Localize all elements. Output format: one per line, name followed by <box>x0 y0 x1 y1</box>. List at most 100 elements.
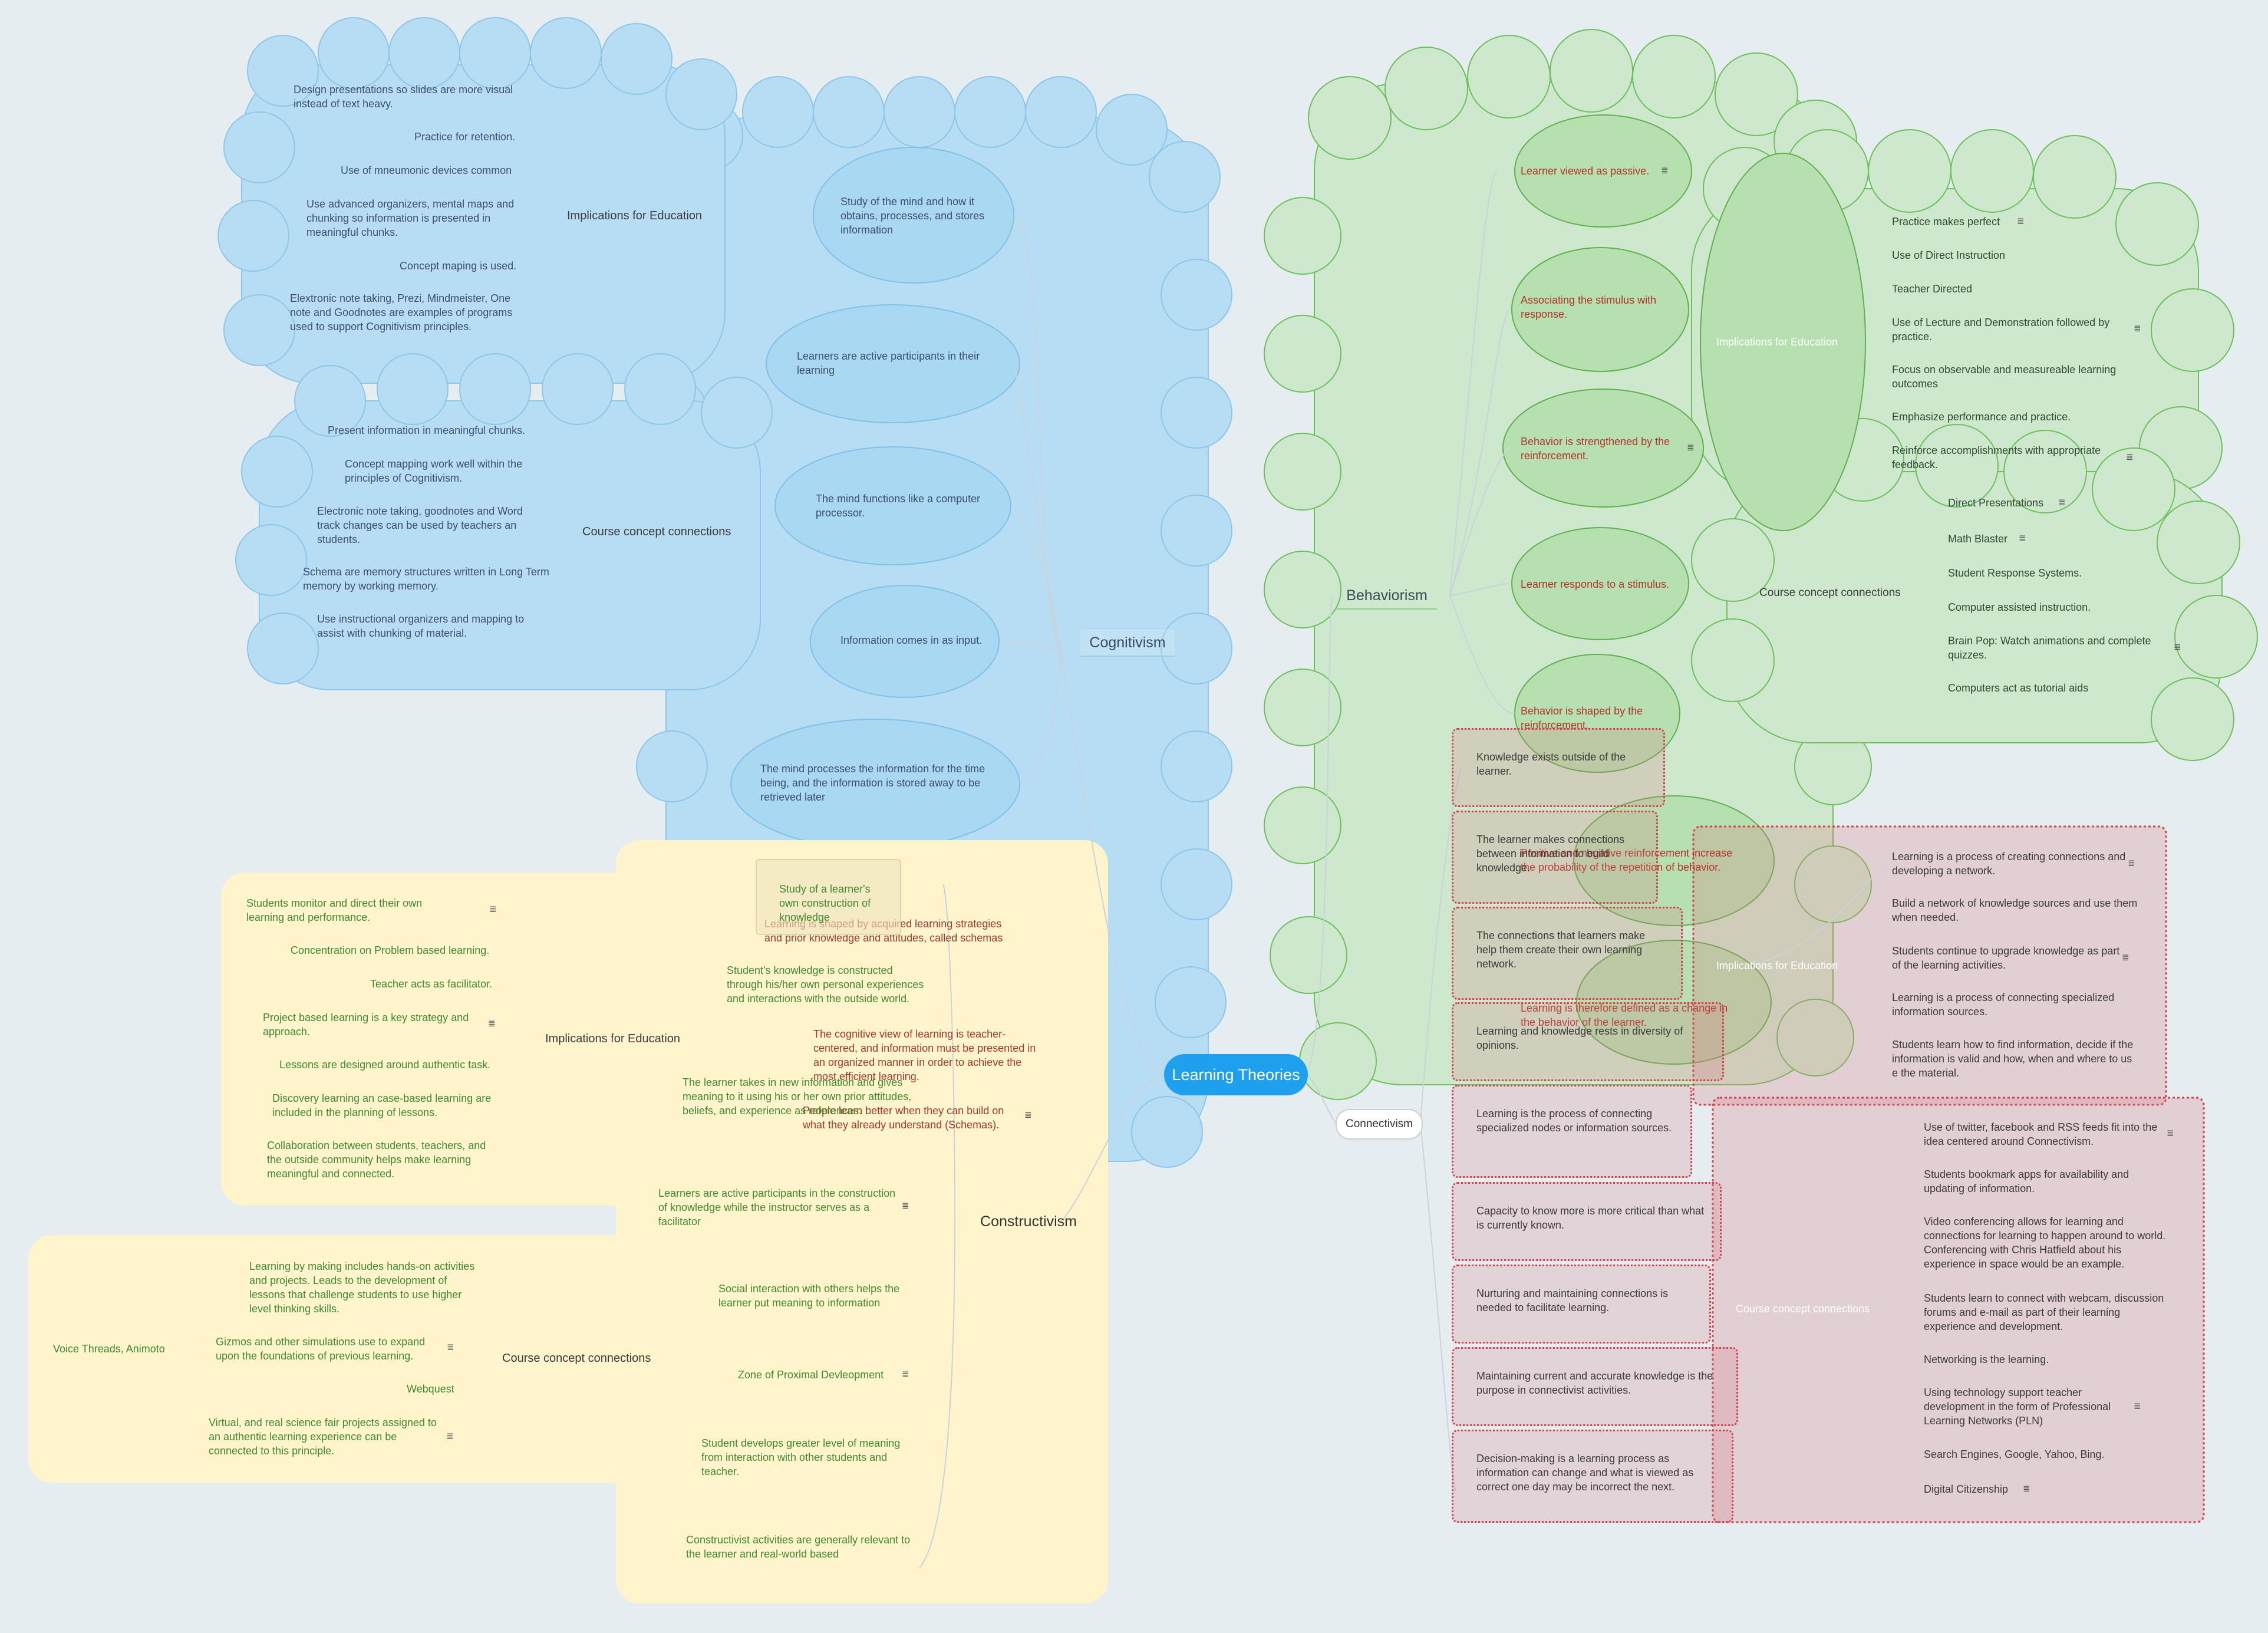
note-icon[interactable]: ≣ <box>902 1369 909 1380</box>
note-icon[interactable]: ≣ <box>1687 442 1695 453</box>
cognitivism-connections-label[interactable]: Course concept connections <box>582 525 731 539</box>
cognitivism-connection-item[interactable]: Use instructional organizers and mapping… <box>317 612 553 640</box>
behaviorism-point[interactable]: Learner viewed as passive. <box>1521 164 1674 178</box>
connectivism-connection-item[interactable]: Students learn to connect with webcam, d… <box>1924 1291 2171 1334</box>
constructivism-implication-item[interactable]: Collaboration between students, teachers… <box>267 1138 503 1181</box>
connectivism-point[interactable]: Learning and knowledge rests in diversit… <box>1476 1024 1712 1052</box>
connectivism-point[interactable]: Nurturing and maintaining connections is… <box>1476 1286 1700 1315</box>
note-icon[interactable]: ≣ <box>446 1431 454 1441</box>
behaviorism-implication-item[interactable]: Emphasize performance and practice. <box>1892 410 2071 424</box>
note-icon[interactable]: ≣ <box>2017 216 2025 226</box>
cognitivism-point[interactable]: People learn better when they can build … <box>803 1104 1027 1132</box>
connectivism-implication-item[interactable]: Build a network of knowledge sources and… <box>1892 896 2140 924</box>
behaviorism-implication-item[interactable]: Use of Lecture and Demonstration followe… <box>1892 315 2140 344</box>
cognitivism-connection-item[interactable]: Concept mapping work well within the pri… <box>345 457 545 485</box>
constructivism-point[interactable]: Learners are active participants in the … <box>658 1186 906 1229</box>
connectivism-point[interactable]: Capacity to know more is more critical t… <box>1476 1204 1706 1232</box>
behaviorism-connection-item[interactable]: Math Blaster <box>1948 532 2007 546</box>
behaviorism-implication-item[interactable]: Reinforce accomplishments with appropria… <box>1892 443 2140 472</box>
cognitivism-point[interactable]: The mind processes the information for t… <box>760 762 996 804</box>
cognitivism-point[interactable]: Learners are active participants in thei… <box>797 349 991 377</box>
constructivism-point[interactable]: Constructivist activities are generally … <box>686 1533 922 1561</box>
behaviorism-connection-item[interactable]: Computers act as tutorial aids <box>1948 681 2088 695</box>
behaviorism-connection-item[interactable]: Brain Pop: Watch animations and complete… <box>1948 634 2184 662</box>
connectivism-connection-item[interactable]: Students bookmark apps for availability … <box>1924 1167 2160 1196</box>
connectivism-connection-item[interactable]: Search Engines, Google, Yahoo, Bing. <box>1924 1447 2105 1461</box>
cognitivism-implication-item[interactable]: Design presentations so slides are more … <box>294 83 517 111</box>
behaviorism-point[interactable]: Associating the stimulus with response. <box>1521 293 1680 321</box>
connectivism-point[interactable]: The learner makes connections between in… <box>1476 832 1647 875</box>
cognitivism-point[interactable]: Information comes in as input. <box>840 633 1000 647</box>
note-icon[interactable]: ≣ <box>2167 1128 2174 1138</box>
constructivism-connection-item[interactable]: Learning by making includes hands-on act… <box>249 1259 485 1316</box>
constructivism-implication-item[interactable]: Discovery learning an case-based learnin… <box>272 1091 502 1120</box>
constructivism-implication-item[interactable]: Concentration on Problem based learning. <box>291 943 489 957</box>
note-icon[interactable]: ≣ <box>2023 1483 2030 1494</box>
cognitivism-implications-label[interactable]: Implications for Education <box>567 209 702 223</box>
note-icon[interactable]: ≣ <box>2019 533 2026 544</box>
cognitivism-connection-item[interactable]: Present information in meaningful chunks… <box>328 423 525 437</box>
behaviorism-branch[interactable]: Behaviorism <box>1337 582 1437 610</box>
constructivism-connection-item[interactable]: Virtual, and real science fair projects … <box>209 1415 444 1458</box>
connectivism-implications-label[interactable]: Implications for Education <box>1716 959 1838 973</box>
behaviorism-implication-item[interactable]: Focus on observable and measureable lear… <box>1892 363 2140 391</box>
constructivism-point[interactable]: Student develops greater level of meanin… <box>701 1436 914 1479</box>
behaviorism-connection-item[interactable]: Computer assisted instruction. <box>1948 600 2091 614</box>
connectivism-point[interactable]: Decision-making is a learning process as… <box>1476 1451 1724 1494</box>
note-icon[interactable]: ≣ <box>902 1200 909 1211</box>
connectivism-implication-item[interactable]: Learning is a process of creating connec… <box>1892 850 2140 878</box>
note-icon[interactable]: ≣ <box>2058 497 2066 508</box>
constructivism-implication-item[interactable]: Teacher acts as facilitator. <box>370 977 492 991</box>
behaviorism-point[interactable]: Learning is therefore defined as a chang… <box>1521 1001 1745 1029</box>
behaviorism-implication-item[interactable]: Practice makes perfect <box>1892 215 2000 229</box>
cognitivism-implication-item[interactable]: Elextronic note taking, Prezi, Mindmeist… <box>290 291 526 334</box>
note-icon[interactable]: ≣ <box>2134 323 2141 334</box>
cognitivism-branch[interactable]: Cognitivism <box>1080 630 1175 657</box>
note-icon[interactable]: ≣ <box>489 904 497 914</box>
note-icon[interactable]: ≣ <box>2174 641 2181 652</box>
cognitivism-point[interactable]: The mind functions like a computer proce… <box>816 492 993 520</box>
connectivism-point[interactable]: Knowledge exists outside of the learner. <box>1476 750 1647 778</box>
cognitivism-connection-item[interactable]: Schema are memory structures written in … <box>303 565 550 593</box>
behaviorism-point[interactable]: Behavior is strengthened by the reinforc… <box>1521 434 1686 463</box>
note-icon[interactable]: ≣ <box>488 1018 496 1029</box>
behaviorism-point[interactable]: Learner responds to a stimulus. <box>1521 577 1686 591</box>
note-icon[interactable]: ≣ <box>1661 165 1669 176</box>
behaviorism-connections-label[interactable]: Course concept connections <box>1759 586 1901 600</box>
cognitivism-implication-item[interactable]: Use advanced organizers, mental maps and… <box>306 197 530 239</box>
constructivism-connection-subitem[interactable]: Voice Threads, Animoto <box>53 1342 165 1356</box>
constructivism-implication-item[interactable]: Project based learning is a key strategy… <box>263 1010 487 1039</box>
note-icon[interactable]: ≣ <box>447 1342 454 1352</box>
constructivism-point[interactable]: Student's knowledge is constructed throu… <box>727 963 927 1006</box>
note-icon[interactable]: ≣ <box>2126 452 2134 462</box>
cognitivism-point[interactable]: Study of the mind and how it obtains, pr… <box>840 195 994 237</box>
behaviorism-connection-item[interactable]: Direct Presentations <box>1948 496 2043 510</box>
connectivism-branch[interactable]: Connectivism <box>1336 1109 1423 1140</box>
constructivism-point[interactable]: Study of a learner's own construction of… <box>779 882 891 924</box>
connectivism-connection-item[interactable]: Video conferencing allows for learning a… <box>1924 1214 2171 1271</box>
note-icon[interactable]: ≣ <box>2128 858 2135 868</box>
note-icon[interactable]: ≣ <box>2122 952 2129 963</box>
behaviorism-implications-label[interactable]: Implications for Education <box>1716 335 1838 349</box>
behaviorism-connection-item[interactable]: Student Response Systems. <box>1948 566 2082 580</box>
connectivism-connections-label[interactable]: Course concept connections <box>1736 1302 1870 1316</box>
cognitivism-implication-item[interactable]: Use of mneumonic devices common <box>341 163 512 177</box>
connectivism-point[interactable]: Learning is the process of connecting sp… <box>1476 1107 1677 1135</box>
constructivism-point[interactable]: Social interaction with others helps the… <box>718 1282 919 1310</box>
root-node[interactable]: Learning Theories <box>1164 1054 1308 1095</box>
behaviorism-implication-item[interactable]: Teacher Directed <box>1892 282 1972 296</box>
connectivism-connection-item[interactable]: Use of twitter, facebook and RSS feeds f… <box>1924 1120 2171 1148</box>
connectivism-connection-item[interactable]: Using technology support teacher develop… <box>1924 1385 2136 1428</box>
constructivism-point[interactable]: The learner takes in new information and… <box>683 1075 912 1118</box>
connectivism-connection-item[interactable]: Digital Citizenship <box>1924 1482 2008 1496</box>
connectivism-point[interactable]: The connections that learners make help … <box>1476 929 1665 971</box>
cognitivism-implication-item[interactable]: Concept maping is used. <box>400 259 516 273</box>
behaviorism-point[interactable]: Positive and negative reinforcement incr… <box>1521 846 1745 874</box>
note-icon[interactable]: ≣ <box>2134 1401 2141 1411</box>
constructivism-branch[interactable]: Constructivism <box>970 1209 1087 1234</box>
connectivism-implication-item[interactable]: Students learn how to find information, … <box>1892 1038 2140 1080</box>
connectivism-point[interactable]: Maintaining current and accurate knowled… <box>1476 1369 1730 1397</box>
constructivism-implication-item[interactable]: Lessons are designed around authentic ta… <box>279 1058 490 1072</box>
constructivism-implication-item[interactable]: Students monitor and direct their own le… <box>246 896 447 924</box>
connectivism-implication-item[interactable]: Students continue to upgrade knowledge a… <box>1892 944 2128 972</box>
